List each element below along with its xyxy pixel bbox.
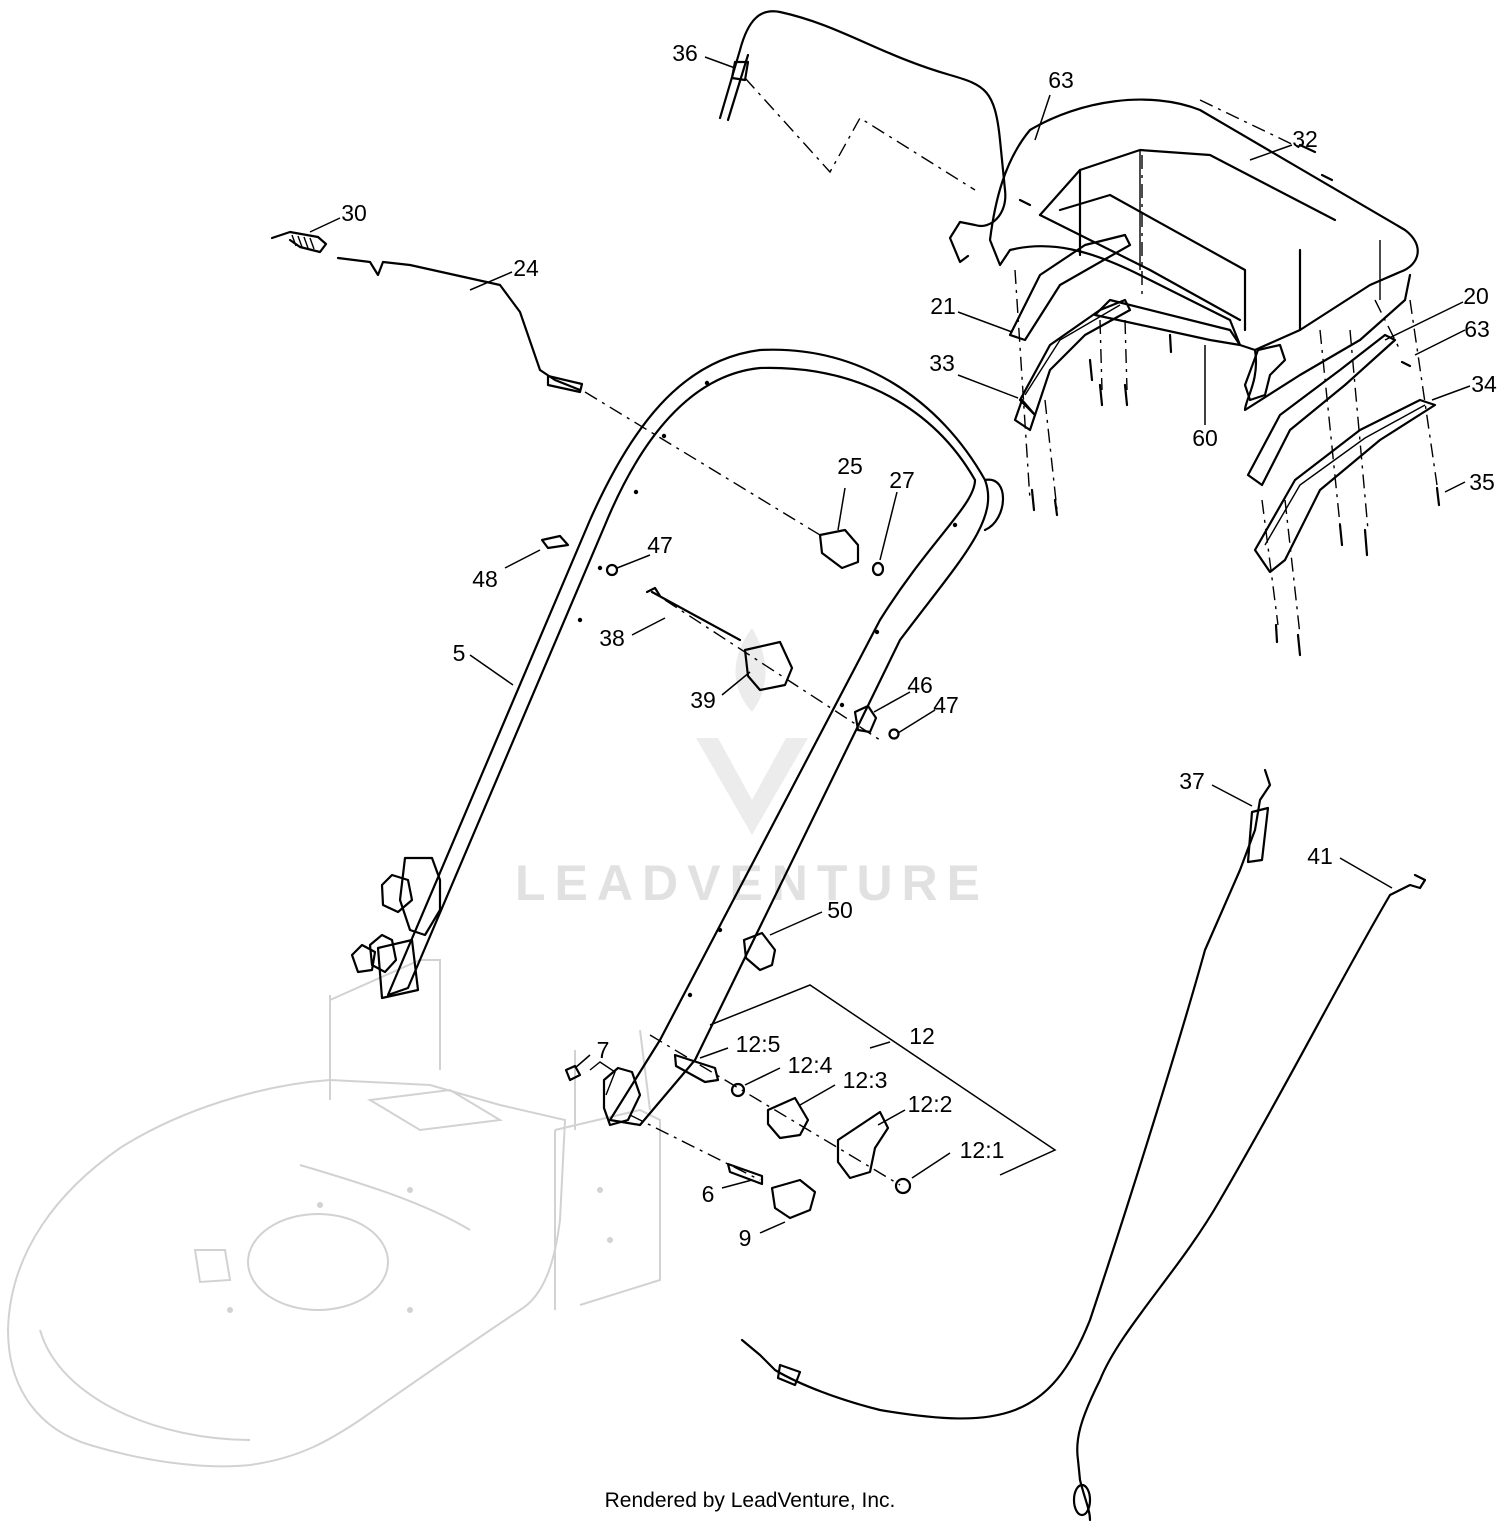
right-handle-bracket	[589, 1061, 642, 1127]
cable-guides	[1008, 233, 1437, 574]
mower-deck	[6, 959, 661, 1468]
callout-12-4: 12:4	[788, 1052, 833, 1078]
left-handle-bracket	[350, 856, 442, 1000]
callout-6: 6	[702, 1181, 715, 1207]
watermark-logo	[696, 628, 808, 835]
callout-24: 24	[513, 255, 539, 281]
callout-27: 27	[889, 467, 915, 493]
callout-7: 7	[597, 1037, 610, 1063]
callout-37: 37	[1179, 768, 1205, 794]
bail-bar	[718, 10, 1007, 264]
callout-50: 50	[827, 897, 853, 923]
callout-25: 25	[837, 453, 863, 479]
callout-47-upper: 47	[647, 532, 673, 558]
callout-5: 5	[453, 640, 466, 666]
watermark-text: LEADVENTURE	[515, 855, 989, 911]
callout-63-top: 63	[1048, 67, 1074, 93]
upper-handle	[988, 98, 1419, 412]
callout-34: 34	[1471, 371, 1497, 397]
callout-60: 60	[1192, 425, 1218, 451]
callout-39: 39	[690, 687, 716, 713]
callout-12-5: 12:5	[736, 1031, 781, 1057]
callout-9: 9	[739, 1225, 752, 1251]
callout-63-right: 63	[1464, 316, 1490, 342]
callout-12-2: 12:2	[908, 1091, 953, 1117]
callout-38: 38	[599, 625, 625, 651]
callout-33: 33	[929, 350, 955, 376]
callout-32: 32	[1292, 126, 1318, 152]
control-cables	[740, 768, 1427, 1522]
callout-46: 46	[907, 672, 933, 698]
assembly-lines	[584, 77, 1438, 1186]
callout-47-lower: 47	[933, 692, 959, 718]
callout-12: 12	[909, 1023, 935, 1049]
callout-30: 30	[341, 200, 367, 226]
callout-12-1: 12:1	[960, 1137, 1005, 1163]
callout-41: 41	[1307, 843, 1333, 869]
render-credit: Rendered by LeadVenture, Inc.	[604, 1489, 896, 1512]
callout-labels: 36 63 32 30 24 21 20 63 33 60 34 35 25 2…	[341, 40, 1497, 1251]
linkage-rod	[270, 230, 584, 394]
callout-12-3: 12:3	[843, 1067, 888, 1093]
callout-36: 36	[672, 40, 698, 66]
lower-handle	[386, 348, 1005, 1127]
callout-20: 20	[1463, 283, 1489, 309]
callout-21: 21	[930, 293, 956, 319]
hardware-parts	[540, 143, 1441, 1220]
callout-35: 35	[1469, 469, 1495, 495]
callout-leaders	[309, 56, 1471, 1234]
callout-48: 48	[472, 566, 498, 592]
